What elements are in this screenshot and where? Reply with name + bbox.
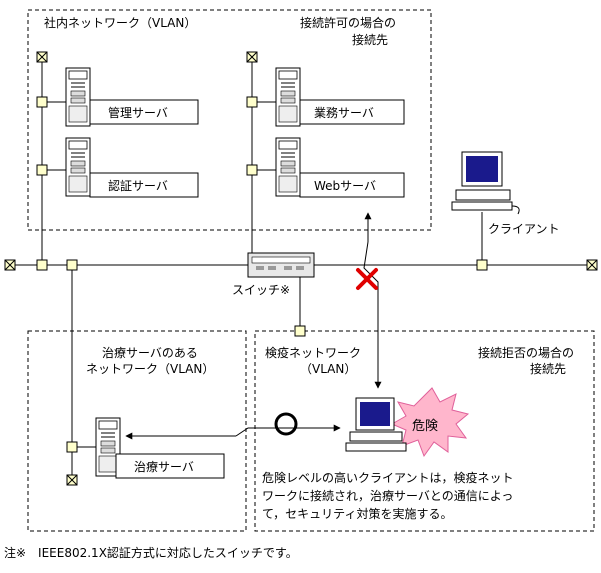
- web-server-label: Webサーバ: [314, 179, 376, 193]
- allowed-dest-label-2: 接続先: [352, 32, 388, 47]
- switch-icon: [247, 252, 315, 278]
- client-pc-icon: [451, 151, 520, 215]
- description-line-1: 危険レベルの高いクライアントは，検疫ネット: [262, 470, 514, 485]
- connector-node: [66, 441, 78, 453]
- treatment-network-label-2: ネットワーク（VLAN）: [86, 362, 214, 376]
- connector-node: [36, 164, 48, 176]
- quarantine-network-label-1: 検疫ネットワーク: [265, 345, 361, 360]
- quarantine-network-label-2: （VLAN）: [300, 362, 356, 376]
- connector-node: [246, 164, 258, 176]
- management-server-icon: [65, 67, 91, 127]
- denied-x-icon: [356, 268, 378, 290]
- allowed-circle-icon: [274, 412, 298, 436]
- terminator-icon: [66, 474, 78, 486]
- auth-server-icon: [65, 137, 91, 197]
- terminator-icon: [246, 51, 258, 63]
- auth-server-label: 認証サーバ: [108, 178, 168, 193]
- lan-zone-label: 社内ネットワーク（VLAN）: [44, 15, 196, 30]
- treatment-zone: [27, 330, 247, 532]
- description-line-2: ワークに接続され，治療サーバとの通信によっ: [262, 488, 513, 503]
- connector-node: [294, 325, 306, 337]
- business-server-icon: [275, 67, 301, 127]
- connector-node: [66, 259, 78, 271]
- lan-zone: [27, 9, 432, 231]
- switch-label: スイッチ※: [232, 283, 290, 297]
- connector-node: [476, 259, 488, 271]
- terminator-icon: [4, 259, 16, 271]
- client-label: クライアント: [488, 222, 560, 236]
- footnote: 注※ IEEE802.1X認証方式に対応したスイッチです。: [4, 545, 298, 560]
- connector-node: [36, 96, 48, 108]
- treatment-network-label-1: 治療サーバのある: [102, 346, 198, 360]
- description-line-3: て，セキュリティ対策を実施する。: [262, 506, 452, 521]
- connector-node: [246, 96, 258, 108]
- web-server-icon: [275, 137, 301, 197]
- treatment-server-label: 治療サーバ: [134, 460, 194, 474]
- quarantined-pc-icon: [345, 397, 407, 452]
- management-server-label: 管理サーバ: [108, 105, 168, 120]
- danger-label: 危険: [412, 419, 438, 434]
- quarantine-zone: [254, 330, 595, 532]
- business-server-label: 業務サーバ: [314, 106, 374, 120]
- allowed-dest-label-1: 接続許可の場合の: [300, 15, 396, 30]
- danger-burst-icon: [390, 387, 470, 458]
- terminator-icon: [586, 259, 598, 271]
- denied-dest-label-2: 接続先: [530, 361, 566, 376]
- terminator-icon: [36, 51, 48, 63]
- denied-dest-label-1: 接続拒否の場合の: [478, 345, 574, 360]
- connector-node: [36, 259, 48, 271]
